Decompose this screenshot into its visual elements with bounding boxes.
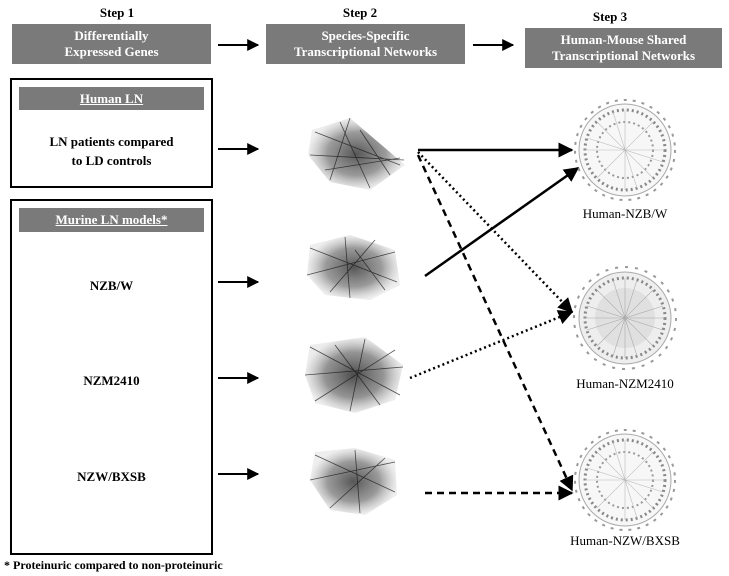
murine-ln-panel: Murine LN models* NZB/W NZM2410 NZW/BXSB xyxy=(10,199,213,555)
shared-network-label-nzwbxsb: Human-NZW/BXSB xyxy=(570,533,680,548)
shared-network-nzbw xyxy=(574,99,676,201)
human-ln-header: Human LN xyxy=(19,87,204,110)
nzwbxsb-species-network xyxy=(309,448,397,515)
murine-ln-header: Murine LN models* xyxy=(19,208,204,232)
arrow-human-to-nzm2410 xyxy=(417,151,574,314)
arrow-nzm2410-to-shared xyxy=(409,310,574,380)
human-species-network xyxy=(308,117,405,190)
step-2-title: Step 2 xyxy=(342,5,378,20)
nzm2410-species-network xyxy=(304,337,404,413)
step-2-box-line-2: Transcriptional Networks xyxy=(293,44,438,59)
human-ln-description: LN patients compared to LD controls xyxy=(12,132,211,170)
step-2-box-line-1: Species-Specific xyxy=(321,28,410,43)
human-ln-header-label: Human LN xyxy=(79,90,144,106)
shared-network-nzm2410 xyxy=(573,266,677,370)
step-3-box-line-2: Transcriptional Networks xyxy=(551,48,696,63)
step-3-box-line-1: Human-Mouse Shared xyxy=(560,32,687,47)
human-ln-description-line-1: LN patients compared xyxy=(49,134,174,149)
shared-network-label-nzm2410: Human-NZM2410 xyxy=(576,376,674,391)
shared-network-label-nzbw: Human-NZB/W xyxy=(582,206,668,221)
step-1-box-line-1: Differentially xyxy=(74,28,149,43)
shared-network-nzwbxsb xyxy=(574,429,676,531)
arrow-human-to-nzwbxsb xyxy=(416,154,574,492)
model-label-nzbw: NZB/W xyxy=(89,278,134,293)
model-label-nzm2410: NZM2410 xyxy=(83,373,140,388)
murine-ln-header-label: Murine LN models* xyxy=(55,212,168,227)
footnote: * Proteinuric compared to non-proteinuri… xyxy=(4,558,223,572)
step-1-box-line-2: Expressed Genes xyxy=(64,44,159,59)
human-ln-panel: Human LN LN patients compared to LD cont… xyxy=(10,78,213,188)
nzbw-species-network xyxy=(306,235,400,300)
model-label-nzwbxsb: NZW/BXSB xyxy=(77,469,146,484)
arrow-nzbw-to-shared-nzbw xyxy=(424,166,580,278)
step-1-title: Step 1 xyxy=(99,5,135,20)
step-3-title: Step 3 xyxy=(592,9,628,24)
human-ln-description-line-2: to LD controls xyxy=(71,153,152,168)
